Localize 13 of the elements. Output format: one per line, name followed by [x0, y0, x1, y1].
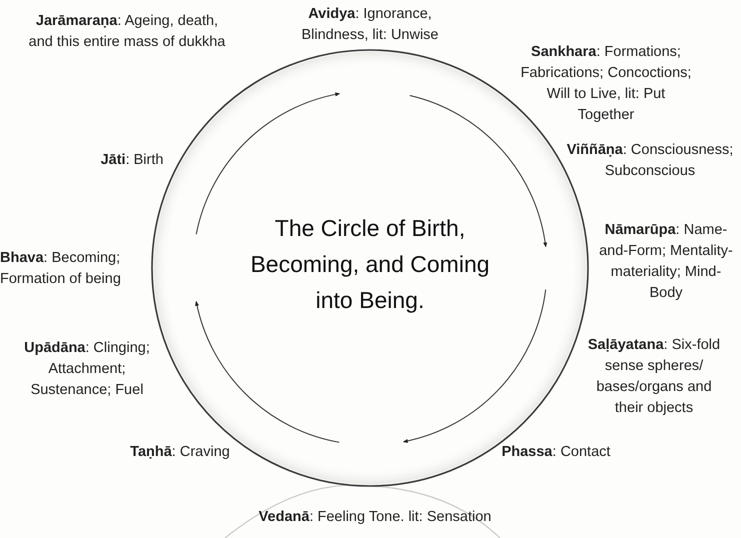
stage-label: Jarāmaraṇa: Ageing, death, and this entire mass of dukkha: [28, 12, 226, 52]
stage-label: Avidya: Ignorance, Blindness, lit: Unwise: [300, 5, 440, 45]
stage-label: Phassa: Contact: [502, 443, 610, 462]
stage-label: Upādāna: Clinging; Attachment; Sustenance; Fuel: [23, 339, 151, 400]
stage-label: Jāti: Birth: [100, 151, 164, 170]
diagram-title: The Circle of Birth, Becoming, and Coming into Being.: [249, 214, 491, 315]
stage-label: Viññāṇa: Consciousness; Subconscious: [566, 141, 734, 181]
stage-label: Taṇhā: Craving: [130, 443, 230, 462]
stage-label: Saḷāyatana: Six-fold sense spheres/ bases/organs and their objects: [586, 336, 722, 418]
stage-label: Vedanā: Feeling Tone. lit: Sensation: [258, 508, 492, 527]
stage-label: Bhava: Becoming; Formation of being: [0, 249, 122, 289]
stage-label: Sankhara: Formations; Fabrications; Concoctions; Will to Live, lit: Put Together: [520, 43, 692, 125]
stage-label: Nāmarūpa: Name-and-Form; Mentality-materiality; Mind-Body: [598, 221, 734, 303]
